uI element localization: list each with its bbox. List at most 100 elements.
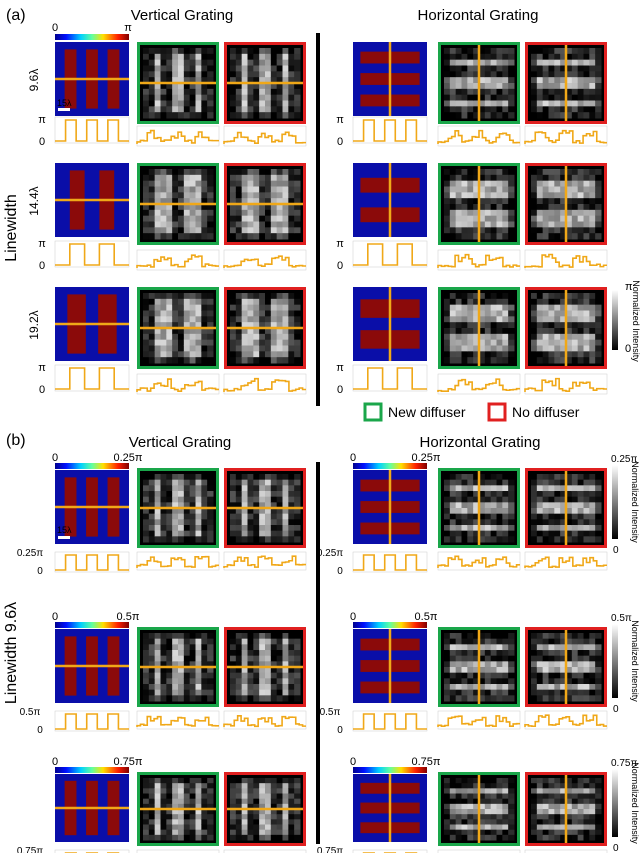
intensity-pixel — [571, 650, 579, 657]
intensity-pixel — [554, 793, 561, 800]
intensity-pixel — [270, 667, 278, 674]
intensity-pixel — [554, 209, 561, 217]
intensity-pixel — [282, 508, 289, 515]
intensity-pixel — [473, 519, 480, 526]
intensity-pixel — [531, 112, 538, 119]
intensity-pixel — [195, 829, 202, 836]
intensity-pixel — [473, 793, 480, 800]
intensity-pixel — [282, 536, 289, 543]
intensity-pixel — [531, 198, 538, 205]
intensity-pixel — [195, 339, 202, 346]
intensity-pixel — [253, 169, 260, 176]
intensity-pixel — [589, 689, 596, 696]
intensity-pixel — [455, 322, 462, 329]
intensity-pixel — [589, 169, 596, 176]
intensity-pixel — [496, 678, 503, 685]
intensity-pixel — [455, 695, 462, 702]
intensity-pixel — [583, 209, 590, 217]
intensity-pixel — [595, 530, 602, 537]
intensity-pixel — [554, 803, 561, 810]
intensity-pixel — [195, 695, 202, 702]
intensity-pixel — [449, 803, 457, 810]
intensity-pixel — [207, 661, 214, 668]
intensity-pixel — [473, 655, 480, 662]
intensity-pixel — [554, 695, 561, 702]
intensity-pixel — [201, 788, 208, 794]
frame — [438, 627, 520, 707]
intensity-pixel — [259, 502, 266, 509]
intensity-pixel — [444, 661, 451, 668]
intensity-pixel — [172, 65, 179, 72]
intensity-pixel — [554, 53, 561, 61]
intensity-pixel — [276, 824, 283, 831]
intensity-pixel — [583, 788, 590, 794]
intensity-pixel — [496, 491, 503, 498]
intensity-pixel — [479, 204, 486, 211]
intensity-pixel — [548, 819, 555, 825]
intensity-pixel — [201, 192, 208, 199]
intensity-pixel — [444, 689, 451, 696]
intensity-pixel — [265, 819, 272, 825]
intensity-pixel — [230, 695, 237, 702]
intensity-pixel — [531, 519, 538, 526]
intensity-pixel — [201, 655, 208, 662]
intensity-pixel — [195, 474, 202, 481]
intensity-pixel — [595, 65, 602, 72]
intensity-pixel — [444, 824, 451, 831]
intensity-pixel — [183, 783, 191, 789]
intensity-pixel — [449, 345, 457, 352]
intensity-pixel — [265, 803, 272, 810]
intensity-pixel — [531, 48, 538, 55]
legend-swatch-new — [363, 402, 383, 422]
intensity-pixel — [502, 209, 509, 217]
profile-box — [524, 125, 608, 147]
intensity-pixel — [490, 479, 497, 486]
intensity-pixel — [542, 180, 549, 187]
intensity-pixel — [166, 83, 173, 90]
intensity-pixel — [444, 829, 451, 836]
intensity-pixel — [571, 322, 579, 329]
intensity-pixel — [548, 345, 555, 352]
intensity-pixel — [259, 788, 266, 794]
intensity-pixel — [542, 809, 549, 815]
intensity-horizontal-none — [525, 42, 607, 124]
intensity-pixel — [548, 667, 555, 674]
intensity-pixel — [189, 174, 196, 182]
intensity-pixel — [201, 661, 208, 668]
intensity-pixel — [508, 293, 515, 300]
intensity-pixel — [265, 798, 272, 805]
intensity-pixel — [531, 829, 538, 836]
intensity-pixel — [253, 684, 260, 691]
legend-swatch-none — [487, 402, 507, 422]
intensity-pixel — [148, 322, 156, 329]
intensity-pixel — [479, 834, 486, 841]
intensity-pixel — [288, 829, 295, 836]
intensity-pixel — [548, 94, 555, 101]
intensity-pixel — [253, 71, 260, 78]
intensity-pixel — [589, 186, 596, 193]
intensity-pixel — [241, 655, 248, 662]
intensity-pixel — [502, 322, 509, 329]
intensity-pixel — [288, 106, 295, 113]
profile-phase-vertical-b — [54, 710, 130, 732]
intensity-pixel — [496, 71, 503, 78]
intensity-pixel — [288, 661, 295, 668]
intensity-pixel — [247, 525, 254, 532]
intensity-pixel — [172, 174, 179, 182]
intensity-pixel — [235, 180, 243, 187]
intensity-pixel — [189, 536, 196, 543]
intensity-pixel — [270, 83, 278, 90]
intensity-pixel — [595, 655, 602, 662]
intensity-pixel — [172, 803, 179, 810]
intensity-pixel — [166, 77, 173, 84]
intensity-pixel — [230, 298, 237, 306]
intensity-pixel — [294, 333, 301, 341]
colorbar-max-b-left: 0.25π — [114, 452, 143, 464]
intensity-pixel — [461, 227, 468, 234]
intensity-pixel — [294, 198, 301, 205]
intensity-pixel — [276, 357, 283, 364]
intensity-pixel — [589, 479, 596, 486]
intensity-pixel — [502, 333, 509, 341]
intensity-pixel — [160, 304, 167, 311]
intensity-pixel — [502, 496, 509, 503]
